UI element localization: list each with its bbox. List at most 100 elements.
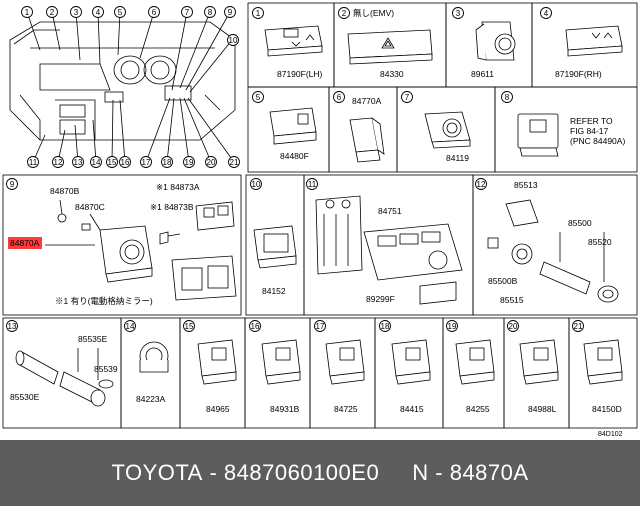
footer-brand: TOYOTA [111, 460, 203, 485]
svg-text:※1 84873A: ※1 84873A [156, 182, 200, 192]
svg-text:16: 16 [121, 158, 130, 167]
svg-text:13: 13 [8, 322, 17, 331]
svg-text:14: 14 [92, 158, 101, 167]
panel-8[interactable]: 8 REFER TO FIG 84-17 (PNC 84490A) [494, 86, 638, 173]
highlighted-part-code: 84870A [10, 238, 40, 248]
svg-text:9: 9 [10, 180, 15, 189]
svg-text:84152: 84152 [262, 286, 286, 296]
svg-text:84480F: 84480F [280, 151, 309, 161]
svg-text:84870C: 84870C [75, 202, 105, 212]
svg-text:21: 21 [230, 158, 239, 167]
panel-17[interactable]: 17 84725 [309, 317, 376, 429]
svg-text:18: 18 [163, 158, 172, 167]
svg-text:1: 1 [256, 9, 261, 18]
svg-text:16: 16 [251, 322, 260, 331]
svg-text:84330: 84330 [380, 69, 404, 79]
svg-text:※1 有り(電動格納ミラー): ※1 有り(電動格納ミラー) [55, 296, 153, 306]
svg-text:8: 8 [208, 8, 213, 17]
svg-text:12: 12 [477, 180, 486, 189]
svg-text:20: 20 [207, 158, 216, 167]
svg-text:85530E: 85530E [10, 392, 40, 402]
svg-text:89611: 89611 [471, 69, 494, 79]
svg-text:※1 84873B: ※1 84873B [150, 202, 194, 212]
svg-text:3: 3 [74, 8, 79, 17]
panel-21[interactable]: 21 84150D [568, 317, 638, 429]
svg-text:85513: 85513 [514, 180, 538, 190]
footer-n-code: 84870A [449, 460, 529, 485]
diagram-id: 84D102 [598, 431, 623, 438]
svg-text:87190F(LH): 87190F(LH) [277, 69, 323, 79]
footer-sep-2: - [428, 460, 450, 485]
svg-text:9: 9 [228, 8, 233, 17]
panel-6[interactable]: 6 84770A [328, 86, 398, 173]
svg-text:85515: 85515 [500, 295, 524, 305]
panel-5[interactable]: 5 84480F [247, 86, 330, 173]
footer-gap [379, 460, 412, 486]
panel-3[interactable]: 3 89611 [445, 2, 533, 88]
panel-19[interactable]: 19 84255 [442, 317, 505, 429]
svg-text:84223A: 84223A [136, 394, 166, 404]
panel-16[interactable]: 16 84931B [244, 317, 311, 429]
svg-text:7: 7 [405, 93, 410, 102]
svg-text:3: 3 [456, 9, 461, 18]
svg-text:17: 17 [142, 158, 151, 167]
panel-15[interactable]: 15 84965 [179, 317, 246, 429]
svg-text:85539: 85539 [94, 364, 118, 374]
svg-text:5: 5 [118, 8, 123, 17]
svg-text:89299F: 89299F [366, 294, 395, 304]
svg-text:13: 13 [74, 158, 83, 167]
svg-text:無し(EMV): 無し(EMV) [353, 8, 394, 18]
panel-13[interactable]: 13 85535E 85539 85530E [2, 317, 122, 429]
svg-text:85500: 85500 [568, 218, 592, 228]
svg-text:20: 20 [509, 322, 518, 331]
footer-part-number: 8487060100E0 [223, 460, 380, 485]
svg-text:19: 19 [448, 322, 457, 331]
svg-text:14: 14 [126, 322, 135, 331]
svg-text:(PNC 84490A): (PNC 84490A) [570, 136, 625, 146]
svg-text:10: 10 [252, 180, 261, 189]
panel-12[interactable]: 12 85513 85500 85520 85500B 85515 [472, 174, 638, 316]
svg-text:11: 11 [308, 180, 317, 189]
svg-text:17: 17 [316, 322, 325, 331]
svg-text:4: 4 [544, 9, 549, 18]
svg-text:18: 18 [381, 322, 390, 331]
panel-18[interactable]: 18 84415 [374, 317, 444, 429]
svg-text:84965: 84965 [206, 404, 230, 414]
svg-text:1: 1 [25, 8, 30, 17]
panel-9[interactable]: 9 84870B 84870C ※1 84873A ※1 84873B 8487… [2, 174, 242, 316]
dashboard-overview [9, 11, 236, 163]
svg-text:10: 10 [229, 36, 238, 45]
panel-11[interactable]: 11 84751 89299F [303, 174, 474, 316]
panel-14[interactable]: 14 84223A [120, 317, 181, 429]
svg-text:15: 15 [185, 322, 194, 331]
svg-text:6: 6 [152, 8, 157, 17]
svg-text:84150D: 84150D [592, 404, 622, 414]
part-number-footer: TOYOTA - 8487060100E0 N - 84870A [0, 440, 640, 506]
svg-text:6: 6 [337, 93, 342, 102]
svg-text:85500B: 85500B [488, 276, 518, 286]
svg-text:84931B: 84931B [270, 404, 300, 414]
svg-text:84870B: 84870B [50, 186, 80, 196]
parts-diagram: 1 2 3 4 5 6 7 8 9 10 11 12 13 14 15 16 1… [2, 2, 638, 438]
panel-7[interactable]: 7 84119 [396, 86, 496, 173]
svg-text:12: 12 [54, 158, 63, 167]
svg-text:84415: 84415 [400, 404, 424, 414]
svg-text:19: 19 [185, 158, 194, 167]
footer-n-label: N [412, 460, 429, 485]
svg-text:7: 7 [185, 8, 190, 17]
panel-2[interactable]: 2 無し(EMV) 84330 [333, 2, 447, 88]
svg-text:11: 11 [29, 158, 38, 167]
svg-text:15: 15 [108, 158, 117, 167]
dashboard-callouts: 1 2 3 4 5 6 7 8 9 10 11 12 13 14 15 16 1… [21, 6, 240, 168]
svg-text:85535E: 85535E [78, 334, 108, 344]
panel-4[interactable]: 4 87190F(RH) [531, 2, 638, 88]
svg-text:84725: 84725 [334, 404, 358, 414]
svg-text:84988L: 84988L [528, 404, 557, 414]
svg-text:5: 5 [256, 93, 261, 102]
panel-10[interactable]: 10 84152 [245, 174, 305, 316]
svg-text:4: 4 [96, 8, 101, 17]
svg-text:85520: 85520 [588, 237, 612, 247]
panel-1[interactable]: 1 87190F(LH) [247, 2, 335, 88]
svg-text:84770A: 84770A [352, 96, 382, 106]
panel-20[interactable]: 20 84988L [503, 317, 570, 429]
